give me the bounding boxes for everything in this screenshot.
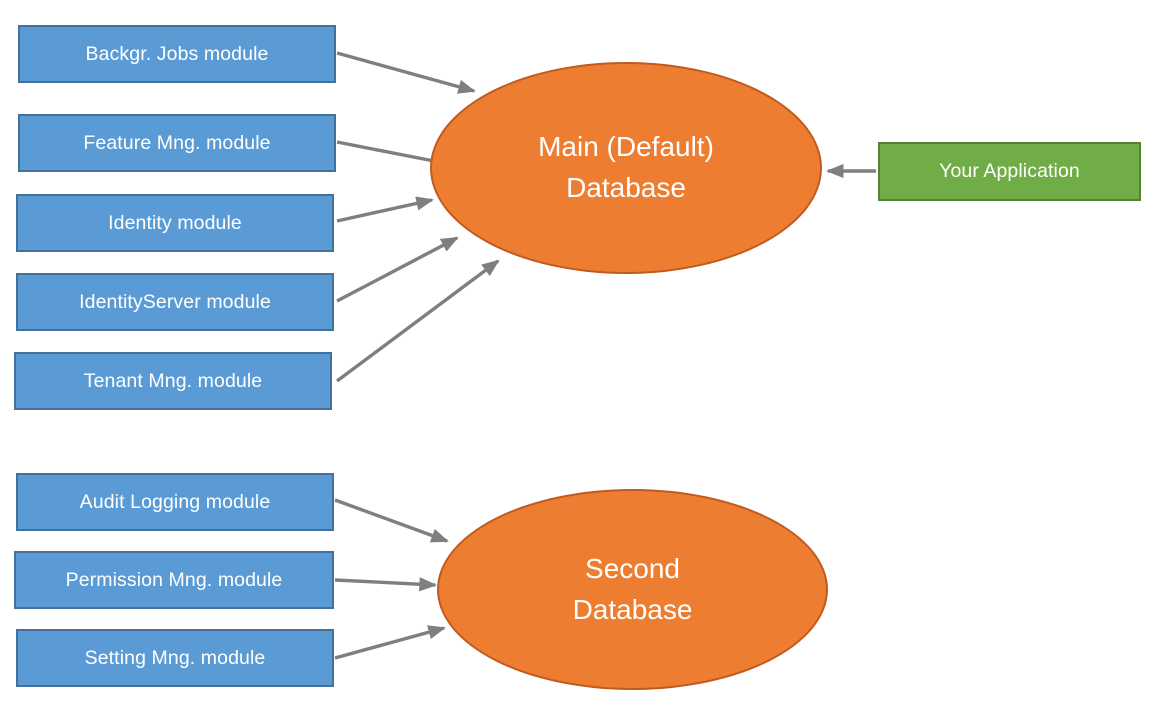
- module-label: Audit Logging module: [79, 490, 271, 513]
- module-label: IdentityServer module: [79, 290, 271, 313]
- application-node[interactable]: Your Application: [878, 142, 1141, 201]
- module-identityserver[interactable]: IdentityServer module: [16, 273, 334, 331]
- connector-setting-mng-to-second-db: [334, 625, 446, 660]
- module-tenant-mng[interactable]: Tenant Mng. module: [14, 352, 332, 410]
- database-label-line1: Second: [585, 552, 680, 584]
- module-backgr-jobs[interactable]: Backgr. Jobs module: [18, 25, 336, 83]
- database-label-line2: Database: [566, 172, 686, 203]
- module-label: Feature Mng. module: [83, 131, 271, 154]
- module-label: Backgr. Jobs module: [85, 42, 269, 65]
- connector-backgr-jobs-to-main-db: [336, 51, 476, 94]
- module-label: Setting Mng. module: [84, 646, 266, 669]
- database-label-line2: Database: [572, 593, 693, 625]
- module-setting-mng[interactable]: Setting Mng. module: [16, 629, 334, 687]
- connector-identity-to-main-db: [336, 196, 434, 223]
- database-node-second[interactable]: Second Database: [437, 489, 828, 690]
- module-label: Identity module: [108, 211, 242, 234]
- module-identity[interactable]: Identity module: [16, 194, 334, 252]
- module-permission-mng[interactable]: Permission Mng. module: [14, 551, 334, 609]
- module-label: Permission Mng. module: [65, 568, 283, 591]
- connector-audit-logging-to-second-db: [334, 498, 449, 543]
- connector-permission-mng-to-second-db: [334, 577, 438, 592]
- module-audit-logging[interactable]: Audit Logging module: [16, 473, 334, 531]
- application-label: Your Application: [939, 160, 1080, 183]
- connector-tenant-mng-to-main-db: [335, 259, 500, 383]
- connector-identityserver-to-main-db: [336, 236, 459, 303]
- module-feature-mng[interactable]: Feature Mng. module: [18, 114, 336, 172]
- module-label: Tenant Mng. module: [83, 369, 263, 392]
- database-node-main[interactable]: Main (Default) Database: [430, 62, 822, 274]
- database-label-line1: Main (Default): [538, 131, 714, 163]
